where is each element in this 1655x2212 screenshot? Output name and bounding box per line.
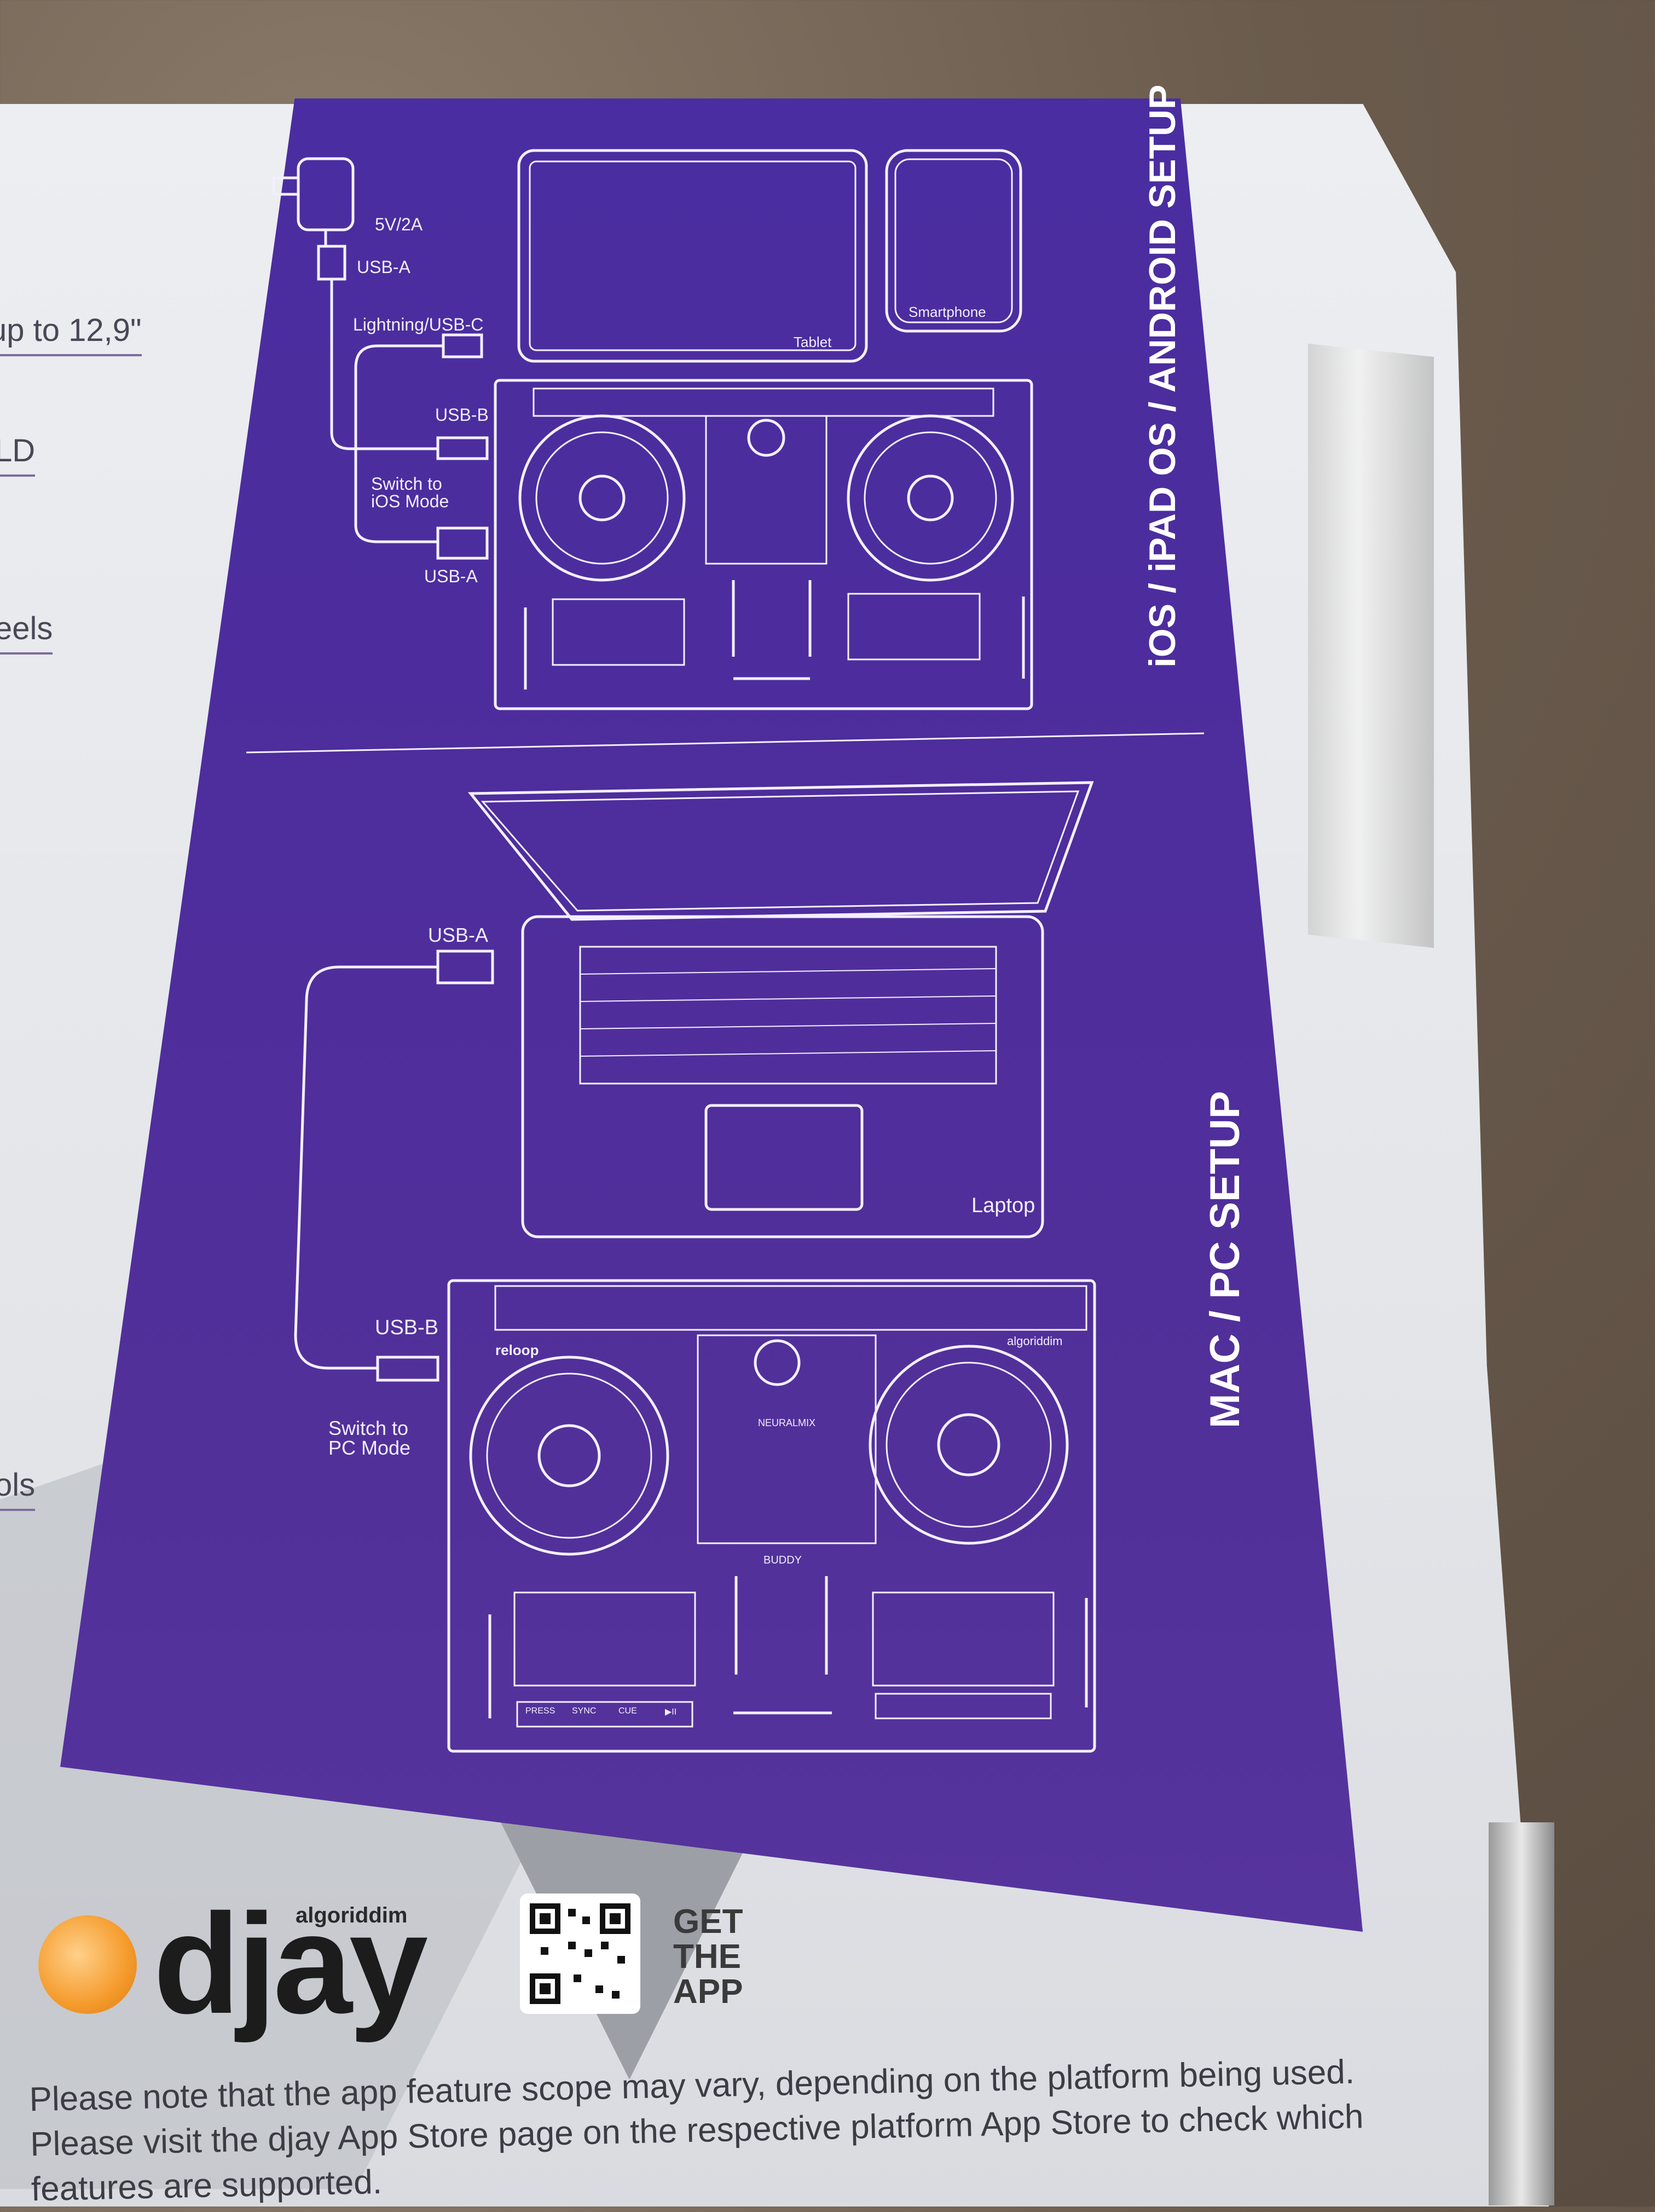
djay-logo: djay	[153, 1885, 428, 2043]
lightning-label: Lightning/USB-C	[353, 315, 484, 334]
setup-panel	[60, 99, 1363, 1932]
smartphone-icon	[885, 149, 1022, 333]
usb-a-label-bottom: USB-A	[424, 566, 478, 586]
left-label-1: up to 12,9"	[0, 312, 142, 356]
section-divider	[246, 732, 1205, 754]
algoriddim-label: algoriddim	[296, 1903, 408, 1927]
left-label-2: LD	[0, 432, 36, 477]
qr-pattern	[530, 1903, 630, 2004]
power-label: 5V/2A	[375, 215, 423, 234]
bottom-cable	[294, 965, 438, 1370]
usb-b-label-bottom: USB-B	[375, 1316, 439, 1339]
get-line-1: GET	[673, 1903, 743, 1941]
left-label-3: eels	[0, 610, 53, 655]
lightning-plug-icon	[354, 333, 483, 543]
usb-a-label-laptop: USB-A	[428, 924, 489, 946]
usb-b-plug-icon-2	[376, 1356, 439, 1382]
tablet-icon	[517, 149, 868, 363]
tablet-label: Tablet	[794, 334, 832, 350]
usb-b-plug-icon	[436, 436, 489, 460]
switch-pc-label: Switch to PC Mode	[328, 1417, 411, 1459]
controller-bottom-icon	[447, 1279, 1096, 1753]
laptop-label: Laptop	[971, 1194, 1035, 1217]
switch-ios-label: Switch to iOS Mode	[371, 474, 449, 511]
box-corner-edge	[1489, 1822, 1554, 2205]
top-cable-1	[330, 306, 438, 450]
laptop-icon	[467, 781, 1094, 1238]
controller-btn-3: CUE	[618, 1706, 637, 1716]
controller-algo: algoriddim	[1007, 1334, 1063, 1348]
left-label-4: ols	[0, 1467, 36, 1511]
controller-brand: reloop	[495, 1342, 539, 1358]
usb-b-label-top: USB-B	[435, 405, 489, 425]
usb-a-plug-icon-2	[436, 526, 489, 560]
controller-btn-4: ▶II	[665, 1707, 677, 1717]
controller-top-icon	[494, 379, 1033, 710]
usb-a-plug-icon	[317, 245, 346, 306]
laptop-keyboard-rows	[580, 968, 997, 1057]
get-line-2: THE	[673, 1938, 741, 1976]
controller-buddy: BUDDY	[763, 1554, 802, 1566]
controller-neural: NEURALMIX	[758, 1417, 816, 1428]
controller-btn-2: SYNC	[572, 1706, 597, 1716]
usb-a-label-top: USB-A	[357, 257, 410, 277]
ios-setup-title: iOS / iPAD OS / ANDROID SETUP	[1142, 84, 1183, 668]
smartphone-label: Smartphone	[908, 304, 986, 320]
qr-code-icon[interactable]	[520, 1893, 640, 2014]
djay-orange-record-icon	[38, 1915, 137, 2014]
get-line-3: APP	[673, 1973, 743, 2011]
power-adapter-icon	[272, 157, 355, 246]
get-the-app[interactable]: GET THE APP	[673, 1904, 743, 2010]
controller-btn-1: PRESS	[525, 1706, 555, 1716]
mac-pc-setup-title: MAC / PC SETUP	[1202, 1091, 1248, 1429]
usb-a-plug-icon-3	[436, 949, 494, 985]
platform-note: Please note that the app feature scope m…	[28, 2053, 1364, 2209]
